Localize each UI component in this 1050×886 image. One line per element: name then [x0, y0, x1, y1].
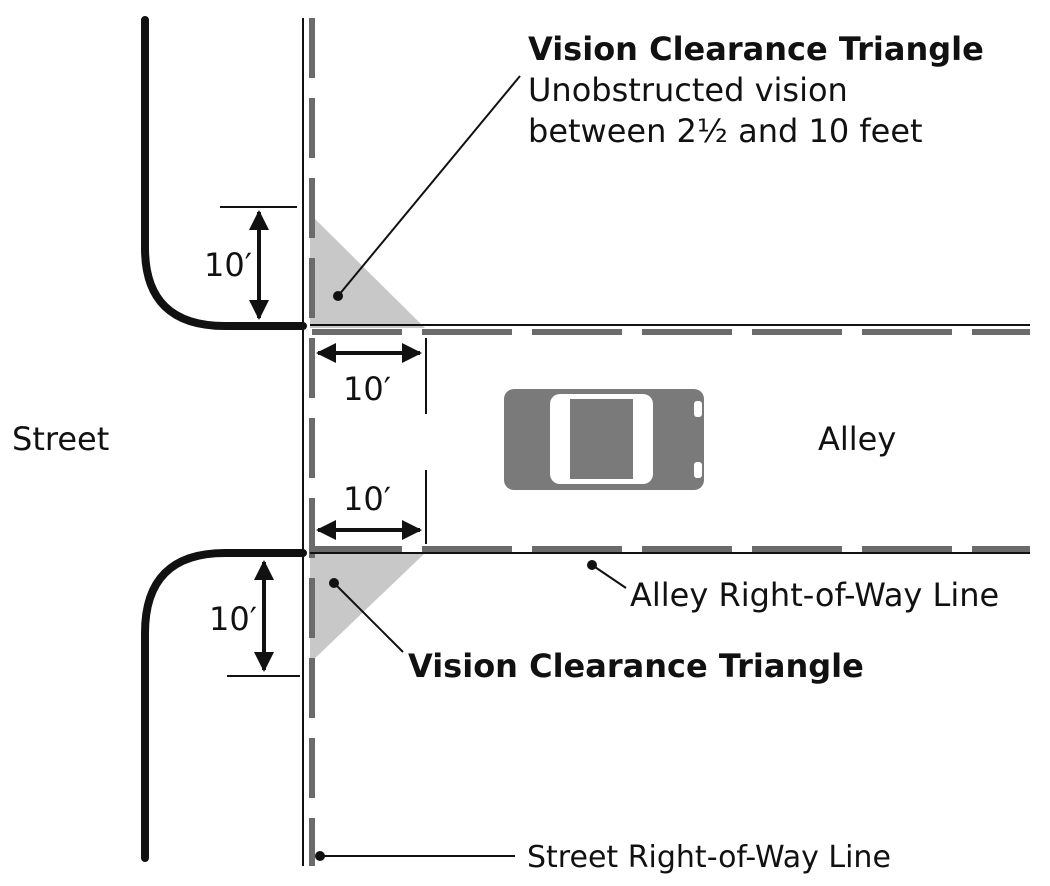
street-row-line-label: Street Right-of-Way Line [527, 840, 891, 875]
street-label: Street [12, 420, 109, 458]
alley-label: Alley [818, 420, 896, 458]
bottom-vision-triangle [310, 553, 425, 663]
alley-row-leader-dot [587, 560, 597, 570]
bottom-horizontal-dimension-label: 10′ [343, 480, 391, 518]
top-triangle-leader-line [337, 75, 521, 297]
street-row-leader-dot [315, 851, 325, 861]
top-triangle-title: Vision Clearance Triangle [528, 30, 984, 68]
top-vertical-dimension-label: 10′ [204, 246, 252, 284]
top-curb [141, 16, 307, 330]
alley-row-line-label: Alley Right-of-Way Line [630, 576, 999, 614]
alley-row-leader-line [591, 564, 627, 589]
top-horizontal-dimension-label: 10′ [343, 370, 391, 408]
top-triangle-leader-dot [333, 291, 343, 301]
bottom-triangle-leader-line [333, 582, 404, 653]
bottom-triangle-leader-dot [329, 578, 339, 588]
bottom-triangle-title: Vision Clearance Triangle [408, 647, 864, 685]
bottom-curb [141, 549, 307, 862]
top-triangle-description-line1: Unobstructed vision [528, 71, 848, 109]
bottom-vertical-dimension-label: 10′ [209, 600, 257, 638]
car-icon [504, 389, 704, 490]
top-vision-triangle [310, 214, 425, 328]
top-triangle-description-line2: between 2½ and 10 feet [528, 112, 923, 150]
